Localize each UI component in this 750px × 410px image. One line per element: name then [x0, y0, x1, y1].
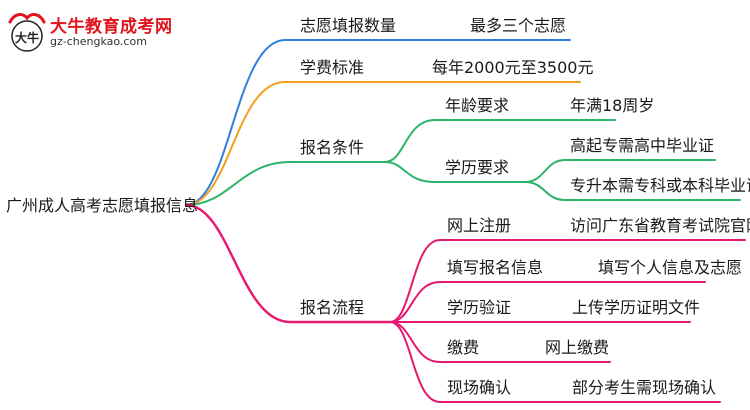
branch-volunteer-count: 志愿填报数量 [300, 16, 397, 35]
req-education-label: 学历要求 [445, 158, 510, 177]
connector-tuition [185, 81, 581, 206]
branch-tuition: 学费标准 [300, 58, 365, 77]
process-step-verify: 学历验证 [447, 298, 512, 317]
value-tuition: 每年2000元至3500元 [432, 58, 594, 77]
connector-age [384, 119, 616, 163]
bull-logo-icon: 大牛 [8, 13, 46, 52]
root-node: 广州成人高考志愿填报信息 [6, 196, 199, 215]
connector-fill-info [389, 281, 706, 323]
logo-mark-text: 大牛 [15, 30, 39, 45]
connector-education [384, 161, 526, 183]
branch-requirements: 报名条件 [300, 138, 365, 157]
connector-register [389, 239, 746, 323]
process-step-confirm: 现场确认 [447, 378, 512, 397]
req-education-value-1: 高起专需高中毕业证 [570, 136, 715, 155]
process-step-fill-info: 填写报名信息 [447, 258, 544, 277]
req-education-value-2: 专升本需专科或本科毕业证 [570, 176, 750, 195]
connector-edu-2 [524, 181, 741, 201]
process-value-confirm: 部分考生需现场确认 [572, 378, 717, 397]
req-age-label: 年龄要求 [445, 96, 510, 115]
connector-confirm [389, 321, 721, 403]
connector-volunteer-count [185, 39, 571, 206]
site-logo[interactable]: 大牛 大牛教育成考网 gz-chengkao.com [6, 10, 176, 54]
connector-edu-1 [524, 159, 716, 183]
connector-process [184, 203, 392, 324]
process-value-register: 访问广东省教育考试院官网 [570, 216, 750, 235]
process-step-register: 网上注册 [447, 216, 512, 235]
process-step-pay: 缴费 [447, 338, 480, 357]
logo-title: 大牛教育成考网 [50, 17, 173, 37]
process-value-fill-info: 填写个人信息及志愿 [598, 258, 743, 277]
branch-process: 报名流程 [300, 298, 365, 317]
value-volunteer-count: 最多三个志愿 [470, 16, 567, 35]
logo-url: gz-chengkao.com [50, 35, 147, 48]
req-age-value: 年满18周岁 [570, 96, 655, 115]
connector-requirements [185, 161, 386, 206]
connector-pay [389, 321, 611, 363]
process-value-pay: 网上缴费 [545, 338, 610, 357]
process-value-verify: 上传学历证明文件 [572, 298, 701, 317]
